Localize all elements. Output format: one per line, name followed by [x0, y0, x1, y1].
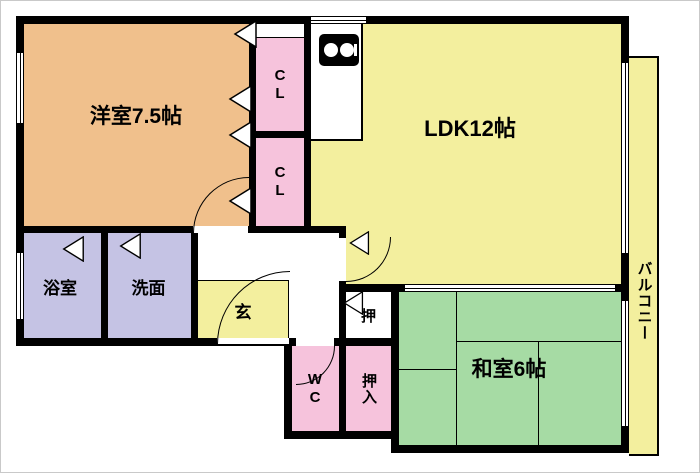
room-label-japanese: 和室6帖 [471, 357, 547, 381]
window [16, 53, 24, 123]
wall-segment [191, 233, 198, 338]
tatami-seam [398, 369, 456, 370]
balcony-rail [629, 56, 659, 58]
folding-door-triangle-icon [349, 231, 370, 255]
wall-segment [304, 16, 311, 233]
sliding-door [405, 284, 615, 292]
room-label-washroom: 洗面 [131, 278, 166, 298]
wall-segment [615, 284, 629, 292]
room-washroom: 洗面 [104, 226, 193, 346]
window [16, 253, 24, 319]
room-label-ldk: LDK12帖 [424, 115, 516, 141]
folding-door-triangle-icon [343, 291, 364, 315]
window [621, 63, 629, 253]
wall-segment [284, 338, 292, 439]
room-closet-bottom: CL [256, 138, 304, 226]
room-label-closet-bottom: CL [271, 164, 289, 200]
wall-segment [249, 16, 256, 233]
balcony-rail [657, 56, 659, 456]
doorway [339, 238, 346, 281]
folding-door-triangle-icon [233, 20, 257, 48]
entrance-door-leaf [217, 344, 289, 346]
wall-segment [621, 253, 629, 301]
room-label-western: 洋室7.5帖 [89, 104, 183, 128]
wall-segment [101, 233, 108, 338]
room-japanese: 和室6帖 [393, 287, 625, 448]
folding-door-triangle-icon [119, 233, 141, 259]
folding-door-triangle-icon [228, 85, 252, 113]
kitchen-counter-edge [361, 24, 363, 141]
wall-segment [391, 284, 399, 453]
wall-segment [621, 426, 629, 453]
tatami-seam [538, 341, 539, 445]
wall-segment [16, 16, 24, 346]
wall-segment [16, 226, 193, 233]
wall-segment [256, 131, 304, 138]
room-label-oshiire: 押入 [360, 372, 377, 405]
wall-segment [391, 445, 629, 453]
room-balcony: バルコニー [629, 56, 659, 456]
room-bath: 浴室 [16, 226, 104, 346]
wall-segment [621, 16, 629, 63]
wall-segment [339, 281, 346, 439]
room-label-bath: 浴室 [43, 278, 77, 298]
room-label-oshi: 押 [360, 307, 376, 325]
room-oshiire: 押入 [344, 341, 393, 436]
room-closet-top: CL [256, 37, 304, 131]
wall-segment [334, 338, 398, 346]
folding-door-triangle-icon [228, 121, 252, 149]
room-western: 洋室7.5帖 [16, 16, 256, 233]
room-label-closet-top: CL [271, 66, 289, 103]
window [621, 301, 629, 426]
wall-segment [16, 338, 217, 346]
balcony-rail [629, 454, 659, 456]
wall-segment [289, 338, 296, 346]
kitchen-counter-edge [311, 139, 363, 141]
wall-segment [248, 226, 346, 233]
window [311, 16, 366, 24]
doorway [296, 338, 334, 346]
room-label-balcony: バルコニー [635, 261, 653, 341]
folding-door-triangle-icon [62, 236, 84, 262]
tatami-seam [456, 292, 457, 445]
wall-segment [339, 284, 405, 292]
folding-door-triangle-icon [228, 187, 252, 215]
stove-icon [319, 34, 359, 66]
